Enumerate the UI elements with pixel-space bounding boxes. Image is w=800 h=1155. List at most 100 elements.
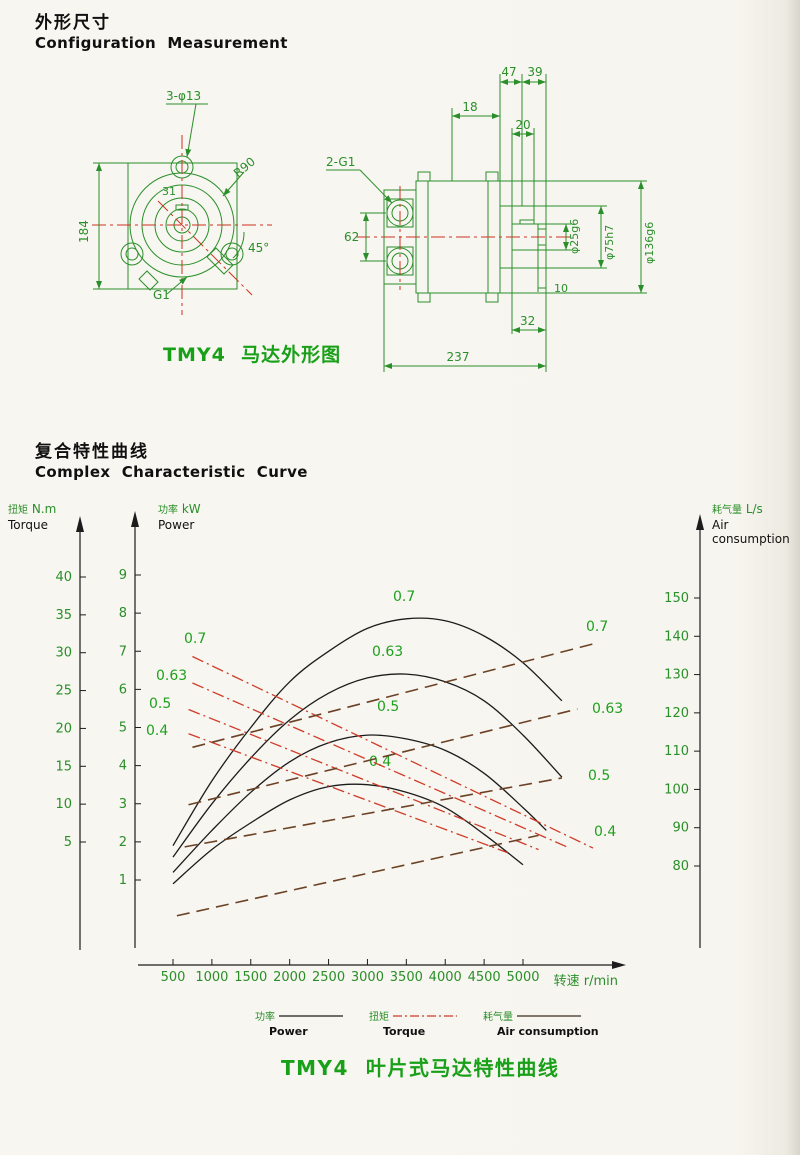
legend-torque-en: Torque: [383, 1025, 426, 1038]
rpm-tick-label: 1000: [195, 970, 228, 985]
rpm-tick-label: 3500: [390, 970, 423, 985]
dim-height: 184: [77, 220, 91, 243]
chart-legend: 功率 Power 扭矩 Torque 耗气量 Air consumption: [255, 1008, 599, 1038]
power-tick-label: 8: [119, 606, 127, 621]
air-tick-label: 100: [664, 782, 689, 797]
power-curve-0.63: [172, 673, 563, 858]
air-line-0.7: [192, 643, 594, 749]
dim-port: G1: [153, 288, 170, 302]
torque-line-label: 0.63: [156, 668, 187, 684]
air-line-label: 0.7: [586, 619, 608, 635]
air-axis-unit: L/s: [745, 502, 763, 516]
torque-axis-title-en: Torque: [8, 518, 48, 532]
torque-axis-unit: N.m: [31, 502, 57, 516]
dim-length: 237: [447, 350, 470, 364]
motor-outline-drawing: 184 3-φ13 R90 31 45° G1: [77, 65, 656, 372]
power-curve-0.5: [172, 734, 547, 873]
power-tick-label: 4: [119, 759, 127, 774]
torque-tick-label: 35: [55, 608, 72, 623]
power-tick-label: 9: [119, 568, 127, 583]
section1-heading: 外形尺寸 Configuration Measurement: [35, 8, 288, 52]
power-tick-label: 3: [119, 797, 127, 812]
air-line-label: 0.5: [588, 768, 610, 784]
power-curve-label: 0.7: [393, 589, 415, 605]
legend-torque-line-sample: [393, 1014, 457, 1017]
power-tick-label: 7: [119, 644, 127, 659]
section1-title-cn: 外形尺寸: [35, 13, 111, 33]
power-axis-unit: kW: [181, 502, 201, 516]
legend-torque-cn: 扭矩: [369, 1012, 389, 1023]
dim-32: 32: [520, 314, 535, 328]
torque-line-0.63: [192, 682, 570, 849]
torque-tick-label: 5: [64, 835, 72, 850]
torque-line-label: 0.7: [184, 631, 206, 647]
torque-tick-label: 30: [55, 646, 72, 661]
side-dimensions: 2-G1 62 18 47 39 20 φ25g6: [326, 65, 656, 372]
legend-power-cn: 功率: [255, 1012, 275, 1023]
rpm-tick-label: 1500: [234, 970, 267, 985]
power-curve-0.4: [172, 783, 524, 885]
torque-axis-title-cn: 扭矩: [8, 505, 28, 516]
rpm-tick-label: 5000: [506, 970, 539, 985]
air-tick-label: 140: [664, 629, 689, 644]
legend-air-en: Air consumption: [497, 1025, 599, 1038]
power-curve-label: 0.63: [372, 644, 403, 660]
x-axis-title: 转速 r/min: [554, 974, 618, 989]
rpm-tick-label: 2000: [273, 970, 306, 985]
dim-ports: 2-G1: [326, 155, 355, 169]
dim-port-spacing: 62: [344, 230, 359, 244]
air-line-label: 0.63: [592, 701, 623, 717]
air-tick-label: 120: [664, 706, 689, 721]
dim-47: 47: [501, 65, 516, 79]
dim-holes: 3-φ13: [166, 89, 201, 103]
dim-spigot-dia: φ75h7: [603, 225, 616, 260]
dim-key-width: 31: [162, 185, 176, 198]
air-axis-title-en: Air consumption: [712, 518, 790, 546]
dim-body-dia: φ136g6: [643, 222, 656, 264]
section2-heading: 复合特性曲线 Complex Characteristic Curve: [35, 437, 308, 481]
legend-power-en: Power: [269, 1025, 308, 1038]
torque-tick-label: 15: [55, 759, 72, 774]
legend-air-line-sample: [517, 1014, 581, 1017]
section1-title-en: Configuration Measurement: [35, 34, 288, 52]
dim-39: 39: [527, 65, 542, 79]
characteristic-curve-chart: 4035302520151059876543211501401301201101…: [55, 511, 704, 989]
dim-angle: 45°: [248, 241, 269, 255]
legend-item-air: 耗气量 Air consumption: [483, 1008, 599, 1038]
rpm-tick-label: 4500: [468, 970, 501, 985]
power-tick-label: 2: [119, 835, 127, 850]
legend-item-power: 功率 Power: [255, 1008, 343, 1038]
dim-10: 10: [554, 282, 568, 295]
section2-title-en: Complex Characteristic Curve: [35, 463, 308, 481]
air-tick-label: 90: [672, 821, 689, 836]
power-tick-label: 1: [119, 873, 127, 888]
torque-tick-label: 40: [55, 570, 72, 585]
torque-line-0.4: [188, 733, 508, 854]
legend-air-cn: 耗气量: [483, 1012, 513, 1023]
air-axis-title-cn: 耗气量: [712, 505, 742, 516]
air-line-0.5: [184, 777, 563, 848]
torque-axis-header: 扭矩 N.m Torque: [8, 502, 56, 532]
power-axis-header: 功率 kW Power: [158, 502, 201, 532]
power-tick-label: 6: [119, 682, 127, 697]
section2-title-cn: 复合特性曲线: [35, 442, 149, 462]
side-centerlines: [356, 186, 572, 290]
front-centerlines: [92, 135, 272, 315]
torque-tick-label: 20: [55, 721, 72, 736]
power-tick-label: 5: [119, 721, 127, 736]
chart-axes: [76, 511, 704, 969]
front-dimensions: 184 3-φ13 R90 31 45° G1: [77, 89, 269, 302]
torque-tick-label: 25: [55, 684, 72, 699]
drawing-caption: TMY4 马达外形图: [163, 344, 342, 366]
power-curve-label: 0.5: [377, 699, 399, 715]
rpm-tick-label: 3000: [351, 970, 384, 985]
torque-line-0.7: [192, 655, 594, 849]
air-tick-label: 80: [672, 859, 689, 874]
legend-item-torque: 扭矩 Torque: [369, 1008, 457, 1038]
legend-power-line-sample: [279, 1014, 343, 1017]
air-axis-header: 耗气量 L/s Air consumption: [712, 502, 800, 546]
torque-line-0.5: [188, 708, 539, 851]
chart-caption: TMY4 叶片式马达特性曲线: [281, 1056, 560, 1080]
rpm-tick-label: 500: [161, 970, 186, 985]
